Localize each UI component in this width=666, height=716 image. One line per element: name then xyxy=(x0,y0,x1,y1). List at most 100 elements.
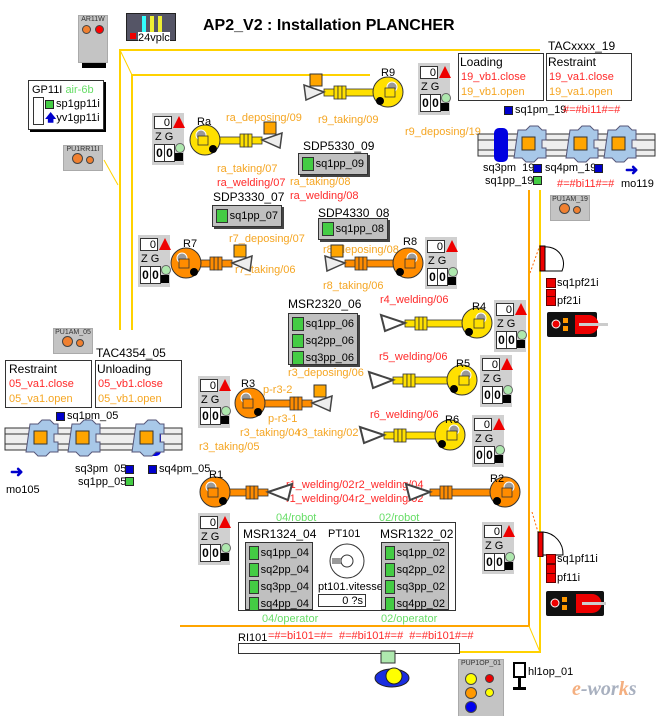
label-r3-taking-04: r3_taking/04 xyxy=(240,427,301,439)
sensor-icon xyxy=(249,596,259,611)
restraint-open: 19_va1.open xyxy=(549,86,613,98)
zg-label: Z G xyxy=(201,394,220,406)
zg-label: Z G xyxy=(201,531,220,543)
robot-label: R6 xyxy=(445,414,460,426)
label-ra-welding-07: ra_welding/07 xyxy=(217,177,286,189)
pup1op-01-panel[interactable]: PUP1OP_01 xyxy=(458,659,504,716)
label-r3-taking-02: r3_taking/02 xyxy=(298,427,359,439)
status-square-icon xyxy=(517,340,525,348)
sdp4330-08-box[interactable]: sq1pp_08 xyxy=(318,218,388,240)
status-lamp-icon xyxy=(161,265,171,275)
label-r2-welding-02: r2_welding/02 xyxy=(355,493,424,505)
yellow-button-icon[interactable] xyxy=(465,673,477,685)
alarm-triangle-icon xyxy=(493,418,505,430)
robot-status-panel[interactable]: 0 Z G 0 0 xyxy=(198,376,231,428)
alarm-triangle-icon xyxy=(501,358,513,370)
sensor-label: sq2pp_04 xyxy=(260,563,309,576)
robot-status-panel[interactable]: 0 Z G 0 0 xyxy=(418,63,451,115)
sensor-label: sq1pp_09 xyxy=(315,157,364,170)
sensor-icon xyxy=(249,579,259,594)
unloading-title: Unloading xyxy=(97,362,152,376)
robot-label: R1 xyxy=(209,469,224,481)
loading-title: Loading xyxy=(460,55,503,69)
msr2320-06-box[interactable]: sq1pp_06 sq2pp_06 sq3pp_06 xyxy=(288,313,358,365)
msr1324-04-box[interactable]: sq1pp_04 sq2pp_04 sq3pp_04 sq4pp_04 xyxy=(245,542,313,611)
sensor-icon xyxy=(216,208,228,223)
safety-lock-21-icon[interactable] xyxy=(547,312,609,338)
zg-label: Z G xyxy=(485,540,504,552)
lock-sensor-icon xyxy=(546,573,556,584)
robot-status-panel[interactable]: 0 Z G 0 0 xyxy=(472,415,505,467)
label-r8-deposing: r8_deposing/08 xyxy=(323,244,399,256)
robot-status-panel[interactable]: 0 Z G 0 0 xyxy=(482,522,515,574)
status-square-icon xyxy=(448,277,456,285)
sq4pm-19: sq4pm_19 xyxy=(545,162,597,174)
sdp3330-07-box[interactable]: sq1pp_07 xyxy=(212,205,282,227)
cycle-counter: 0 xyxy=(474,418,492,431)
zg-label: Z G xyxy=(421,81,440,93)
alarm-triangle-icon xyxy=(173,116,185,128)
tac19-restraint-box[interactable]: Restraint 19_va1.close 19_va1.open xyxy=(546,53,632,101)
status-lamp-icon xyxy=(503,385,513,395)
restraint-close: 19_va1.close xyxy=(549,71,614,83)
sensor-icon xyxy=(148,464,157,474)
tac19-loading-box[interactable]: Loading 19_vb1.close 19_vb1.open xyxy=(458,53,544,101)
status-square-icon xyxy=(161,275,169,283)
door11-sensor: sq1pf11i xyxy=(557,553,598,565)
pushbutton-icon xyxy=(558,203,570,214)
sensor-icon xyxy=(125,477,134,486)
label-r9-taking: r9_taking/09 xyxy=(318,114,379,126)
plc-icon[interactable]: 24vplc xyxy=(126,13,176,44)
pu1am-05-panel[interactable]: PU1AM_05 xyxy=(53,328,93,354)
g-value: 0 xyxy=(484,446,495,464)
robot-label: R3 xyxy=(241,378,256,390)
restraint-close: 05_va1.close xyxy=(9,378,74,390)
blue-button-icon[interactable] xyxy=(465,701,477,713)
pu1am-19-panel[interactable]: PU1AM_19 xyxy=(550,195,590,221)
label-r3-deposing: r3_deposing/06 xyxy=(288,367,364,379)
robot-status-panel[interactable]: 0 Z G 0 0 xyxy=(138,235,171,287)
label-04-operator: 04/operator xyxy=(262,613,319,625)
ar11w-panel[interactable]: AR11W xyxy=(78,15,108,68)
tac05-unloading-box[interactable]: Unloading 05_vb1.close 05_vb1.open xyxy=(95,360,182,408)
sensor-icon xyxy=(56,411,65,421)
sensor-icon xyxy=(546,554,556,565)
robot-status-panel[interactable]: 0 Z G 0 0 xyxy=(425,237,458,289)
arrow-up-icon: 🡅 xyxy=(45,112,57,124)
safety-lock-11-icon[interactable] xyxy=(546,591,608,617)
robot-status-panel[interactable]: 0 Z G 0 0 xyxy=(480,355,513,407)
label-r5-welding: r5_welding/06 xyxy=(379,351,448,363)
door21-sensor: sq1pf21i xyxy=(557,277,599,289)
sensor-label: sq1pp_08 xyxy=(335,222,384,235)
msr1322-02-title: MSR1322_02 xyxy=(380,527,454,541)
label-ra-taking-08: ra_taking/08 xyxy=(290,176,351,188)
sdp5330-09-box[interactable]: sq1pp_09 xyxy=(298,153,368,175)
door21-lock: pf21i xyxy=(557,295,581,307)
gp11i-box[interactable]: GP11I air-6b sp1gp11i 🡅yv1gp11i xyxy=(28,80,104,130)
ri101-light-curtain xyxy=(238,643,460,654)
label-r7-deposing: r7_deposing/07 xyxy=(229,233,305,245)
sensor-icon xyxy=(385,579,395,594)
cycle-counter: 0 xyxy=(154,116,172,129)
cycle-counter: 0 xyxy=(482,358,500,371)
tac05-restraint-box[interactable]: Restraint 05_va1.close 05_va1.open xyxy=(5,360,92,408)
robot-status-panel[interactable]: 0 Z G 0 0 xyxy=(494,300,527,352)
door-21-icon[interactable] xyxy=(530,240,570,280)
robot-status-panel[interactable]: 0 Z G 0 0 xyxy=(152,113,185,165)
tac19-title: TACxxxx_19 xyxy=(548,39,616,53)
page-title: AP2_V2 : Installation PLANCHER xyxy=(203,17,455,34)
status-lamp-icon xyxy=(505,552,515,562)
door-11-icon[interactable] xyxy=(530,512,570,557)
g-value: 0 xyxy=(492,386,503,404)
robot-status-panel[interactable]: 0 Z G 0 0 xyxy=(198,513,231,565)
sensor-icon xyxy=(533,176,542,185)
orange-button-icon[interactable] xyxy=(465,687,477,699)
pup1op-01-title: PUP1OP_01 xyxy=(460,660,502,667)
pt101-speed-value: 0 ?s xyxy=(318,594,366,607)
msr1322-02-box[interactable]: sq1pp_02 sq2pp_02 sq3pp_02 sq4pp_02 xyxy=(381,542,449,611)
gp11i-sensor: sp1gp11i xyxy=(56,98,100,110)
robot-label: R2 xyxy=(490,473,505,485)
loading-close: 19_vb1.close xyxy=(461,71,526,83)
pu1rr11i-panel[interactable]: PU1RR11I xyxy=(63,145,103,171)
